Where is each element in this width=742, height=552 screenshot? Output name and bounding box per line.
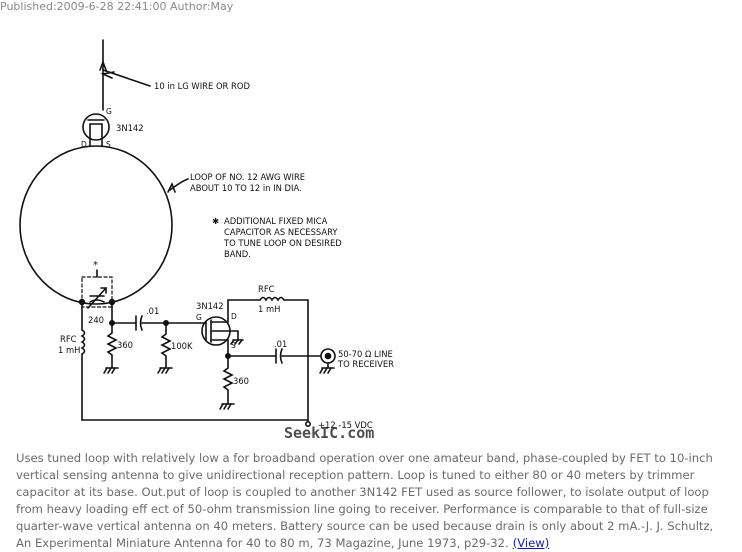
- loop-note-line1: LOOP OF NO. 12 AWG WIRE: [190, 172, 305, 182]
- rfc2-value: 1 mH: [258, 304, 280, 314]
- description-text: Uses tuned loop with relatively low a fo…: [16, 451, 714, 550]
- rfc2-coil: [259, 296, 285, 302]
- rfc1-coil: [80, 329, 86, 355]
- view-link[interactable]: (View): [512, 535, 550, 550]
- supply-label: +12 -15 VDC: [318, 420, 373, 430]
- fet2-label: 3N142: [196, 301, 224, 311]
- ground-1: [103, 367, 119, 374]
- loop-note-line2: ABOUT 10 TO 12 in IN DIA.: [190, 183, 302, 193]
- r100k-resistor: [160, 322, 172, 369]
- fet1-g-label: G: [106, 107, 112, 116]
- circuit-description: Uses tuned loop with relatively low a fo…: [16, 450, 730, 551]
- mica-note-line3: TO TUNE LOOP ON DESIRED: [223, 238, 342, 248]
- coax-connector: [319, 348, 336, 374]
- r360b-label: 360: [233, 376, 249, 386]
- antenna-schematic: 10 in LG WIRE OR ROD 3N142 G D S LOOP OF…: [19, 39, 394, 442]
- trimmer-capacitor: [81, 269, 113, 309]
- fet2-d-label: D: [231, 312, 237, 321]
- rfc1-label: RFC: [60, 334, 77, 344]
- fet2-g-label: G: [196, 313, 202, 322]
- rfc1-value: 1 mH: [58, 345, 80, 355]
- mica-note-star: ✱: [212, 216, 219, 226]
- cap2-label: .01: [274, 339, 287, 349]
- coupling-capacitor-2: [275, 348, 283, 364]
- mica-note-line4: BAND.: [224, 249, 251, 259]
- fet2-symbol: [199, 299, 244, 357]
- line-label-1: 50-70 Ω LINE: [338, 349, 393, 359]
- ground-2: [157, 367, 173, 374]
- ground-3: [219, 403, 235, 410]
- r360b-resistor: [222, 355, 234, 405]
- loop-antenna: [19, 145, 173, 305]
- fet1-s-label: S: [106, 140, 111, 149]
- mica-note-line2: CAPACITOR AS NECESSARY: [224, 227, 338, 237]
- r100k-label: 100K: [171, 341, 193, 351]
- r360a-label: 360: [117, 340, 133, 350]
- line-label-2: TO RECEIVER: [337, 359, 394, 369]
- mica-note-line1: ADDITIONAL FIXED MICA: [224, 216, 328, 226]
- rfc2-label: RFC: [258, 284, 275, 294]
- fet1-symbol: [82, 113, 110, 147]
- fet1-label: 3N142: [116, 123, 144, 133]
- r360a-resistor: [106, 322, 118, 369]
- publish-info: Published:2009-6-28 22:41:00 Author:May: [0, 0, 234, 13]
- antenna-rod: [99, 39, 151, 111]
- trimmer-star: *: [93, 260, 98, 271]
- cap1-label: .01: [146, 306, 159, 316]
- coupling-capacitor-1: [135, 315, 143, 331]
- fet2-s-label: S: [231, 341, 236, 350]
- trimmer-value: 240: [88, 315, 104, 325]
- fet1-d-label: D: [81, 140, 87, 149]
- antenna-note: 10 in LG WIRE OR ROD: [154, 81, 250, 91]
- seekic-watermark: SeekIC.com: [284, 424, 374, 442]
